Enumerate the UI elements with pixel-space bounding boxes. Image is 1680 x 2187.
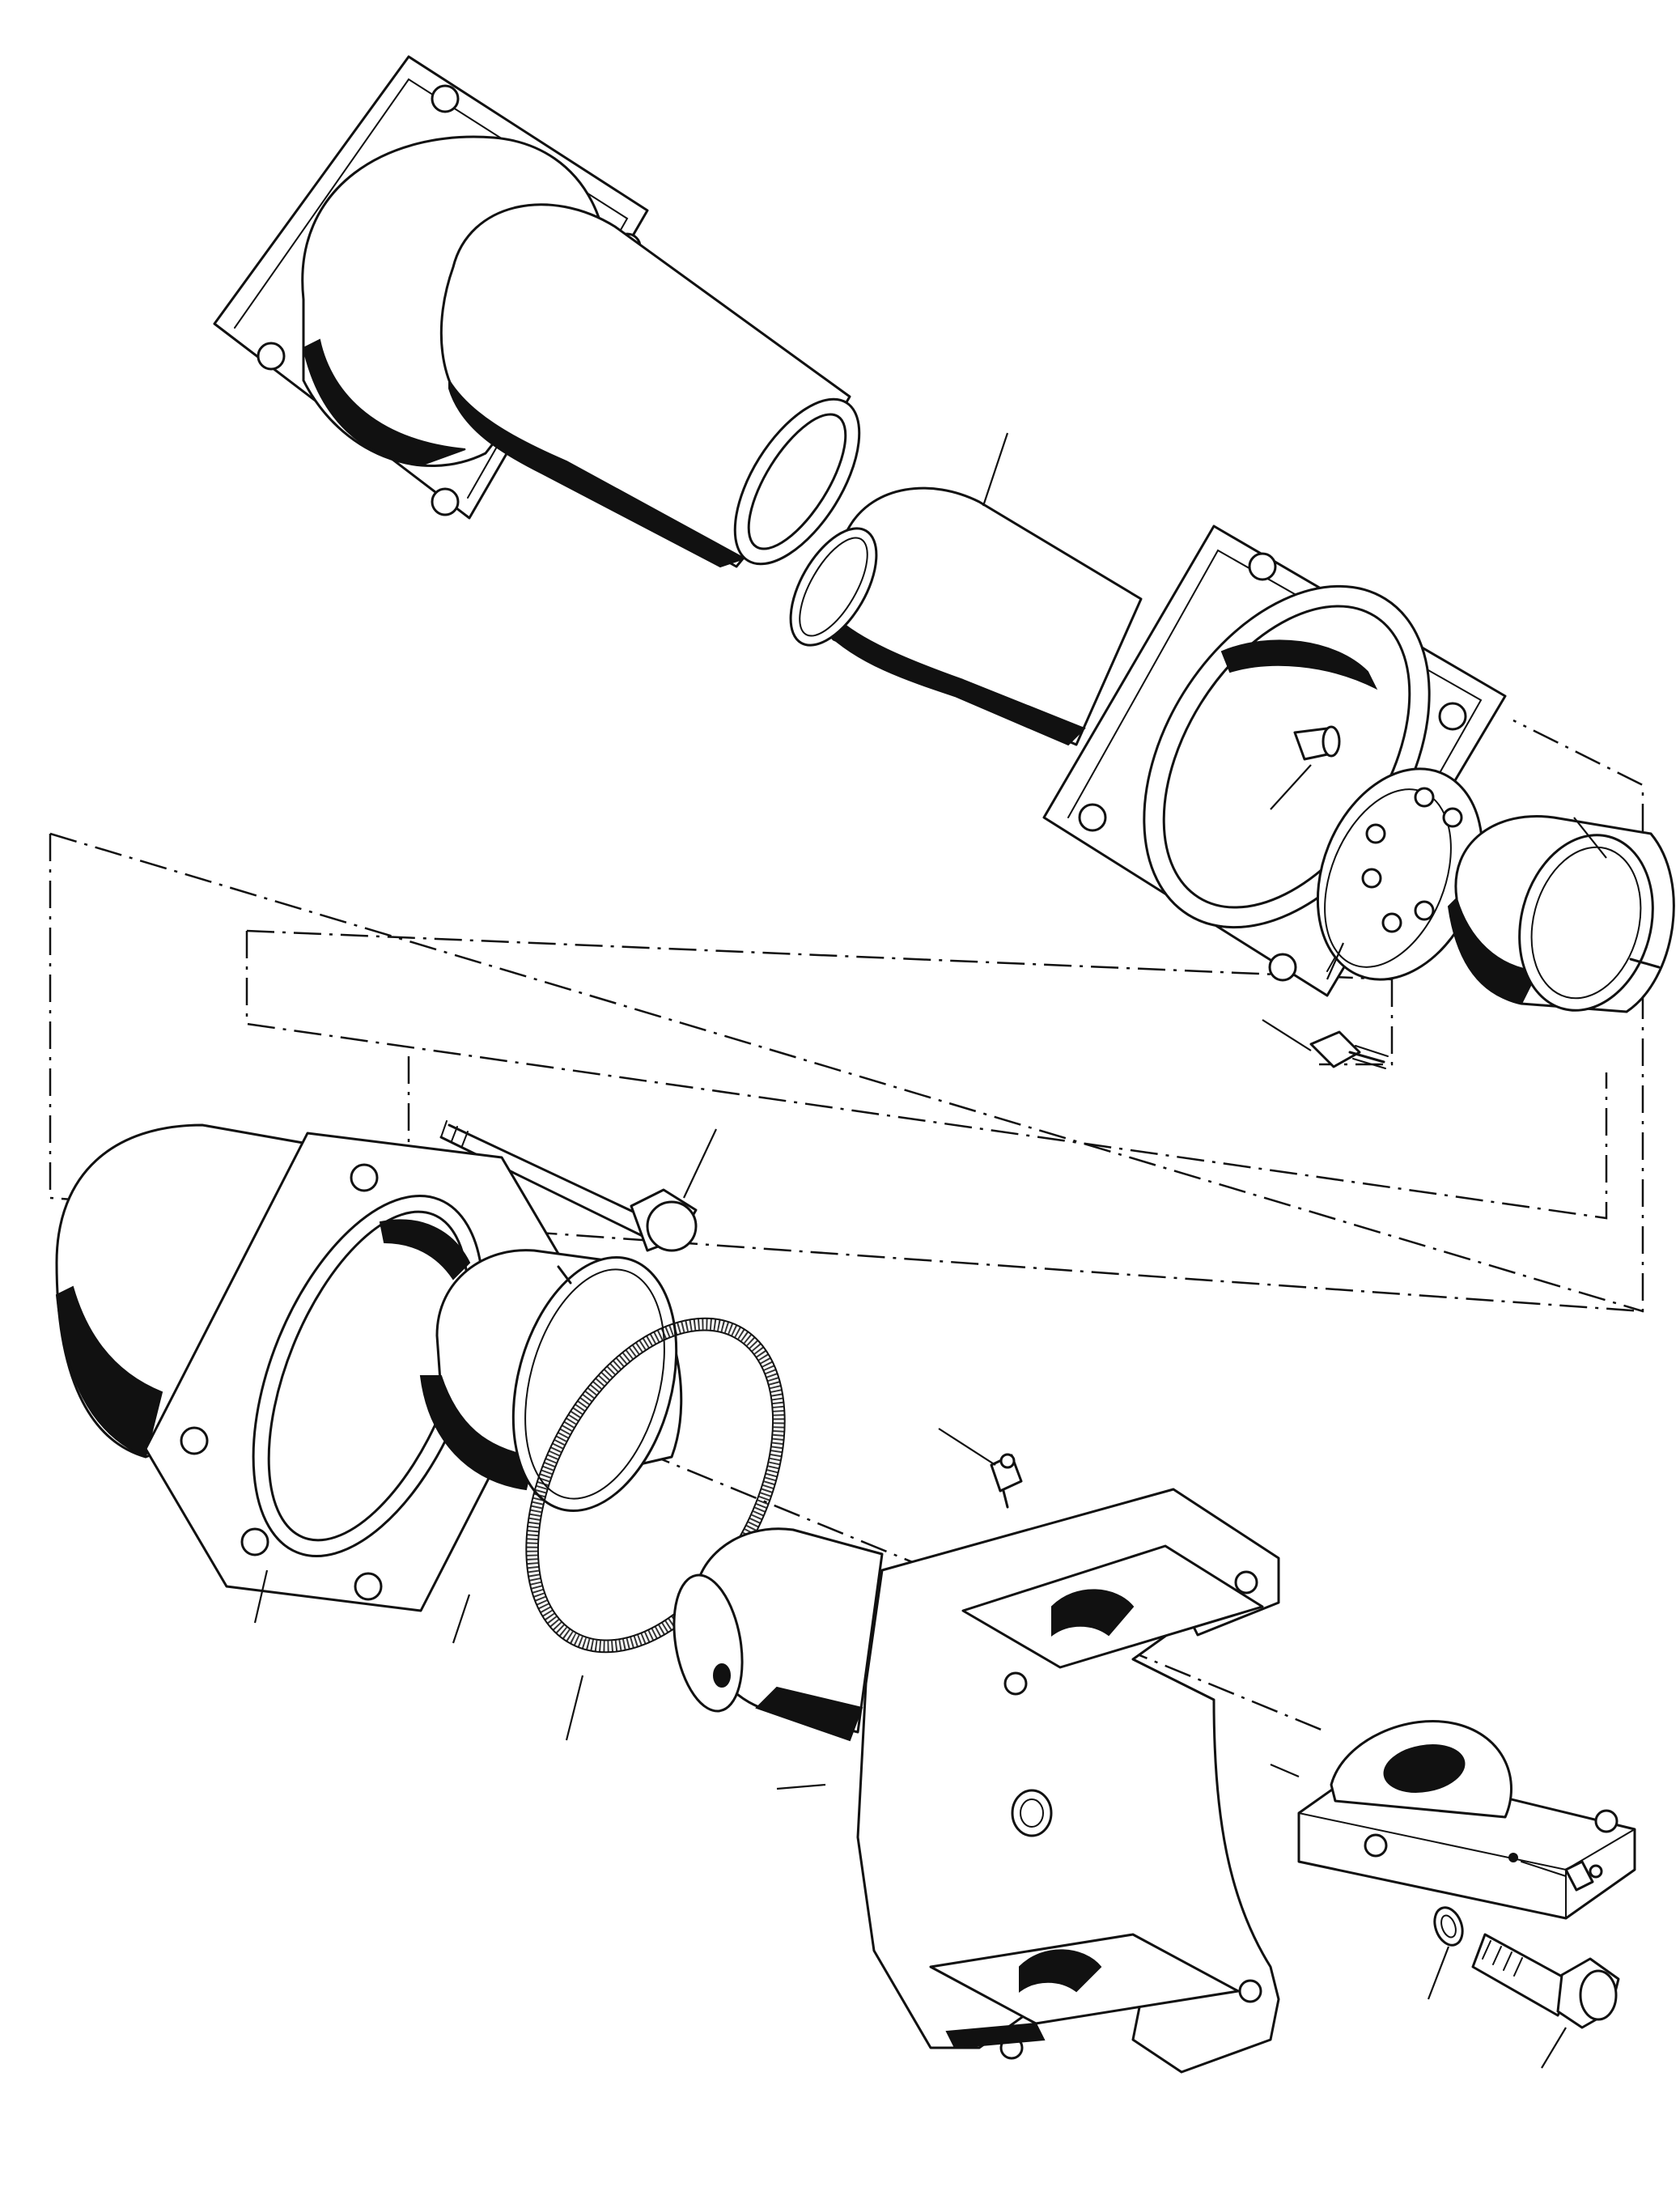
washer-hole [1365,823,1386,844]
yoke-hole [1003,1671,1028,1696]
bolt-hole [431,84,460,113]
leader-line [683,1128,717,1199]
thrust-washer [1316,767,1484,981]
washer-hole [1442,807,1463,828]
bolt-hole [240,1527,269,1556]
leader-line [1270,764,1312,810]
washer-hole [1414,900,1435,921]
leader-line [982,432,1009,507]
dowel-pin [1293,725,1341,761]
bolt-hole [350,1163,379,1192]
steering-yoke [672,1488,1280,2074]
leader-line [1270,1763,1300,1778]
flange-screw [1309,1030,1389,1069]
lower-hex-flange-housing [55,1123,584,1612]
bolt-hole [1268,953,1297,982]
leader-line [1541,2027,1567,2069]
hex-cap-screw [1471,1933,1620,2029]
leader-lines [253,432,1607,2069]
bolt-hole [257,342,286,371]
bolt-hole [354,1572,383,1601]
yoke-hole [1234,1570,1258,1595]
bolt-hole [1078,803,1107,832]
grease-fitting-side [1521,1860,1603,1892]
leader-line [1427,1946,1450,2000]
upper-sleeve-bushing [789,486,1143,746]
washer-hole [1414,787,1435,808]
washer-hole [1361,868,1382,889]
cap-hole [1508,1853,1518,1862]
leader-line [1573,817,1607,859]
end-cap-block [1297,1720,1636,1920]
leader-line [938,1428,996,1466]
bolt-hole [180,1426,209,1455]
upper-flanged-housing [213,55,861,568]
leader-line [776,1783,826,1790]
bolt-hole [1438,702,1467,731]
leader-line [452,1594,471,1644]
yoke-hole [1238,1979,1262,2003]
lock-washer [1433,1906,1464,1947]
bolt-hole [431,487,460,516]
split-bushing-right [1447,815,1675,1013]
grease-fitting-top [990,1453,1023,1509]
leader-line [565,1675,584,1741]
leader-line [1326,942,1345,980]
bolt-hole [1248,552,1277,581]
cap-hole [1594,1809,1618,1833]
cap-hole [1364,1833,1388,1858]
leader-line [253,1569,269,1624]
leader-line [1262,1019,1312,1051]
washer-hole [1381,912,1402,933]
long-stud-bolt [439,1120,698,1252]
